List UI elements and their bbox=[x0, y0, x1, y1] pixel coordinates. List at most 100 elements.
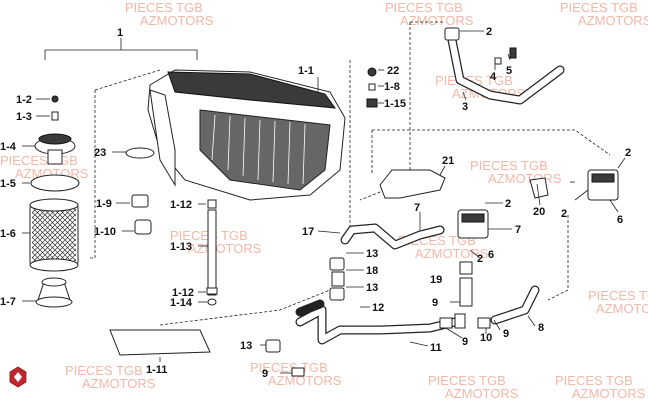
air-box-lid bbox=[167, 71, 337, 109]
callout-label: 19 bbox=[430, 274, 442, 286]
watermark-text: PIECES TGB bbox=[250, 360, 328, 375]
callout-label: 20 bbox=[533, 206, 545, 218]
joint-part bbox=[131, 194, 149, 208]
callout-labels: 1 1-1 1-2 1-3 1-4 1-5 1-6 1-7 1-8 1-9 1-… bbox=[0, 26, 631, 380]
callout-label: 1-1 bbox=[298, 65, 314, 77]
watermark-text: AZMOTORS bbox=[82, 376, 156, 391]
callout-label: 4 bbox=[490, 71, 497, 83]
callout-label: 6 bbox=[617, 214, 623, 226]
tube-clip-part bbox=[206, 287, 218, 295]
watermark-text: PIECES TGB bbox=[385, 0, 463, 15]
callout-label: 1 bbox=[117, 27, 123, 39]
callout-label: 1-4 bbox=[0, 141, 17, 153]
callout-label: 1-14 bbox=[170, 297, 193, 309]
watermark-text: AZMOTORS bbox=[445, 386, 519, 400]
air-box-rib-lines bbox=[211, 114, 306, 185]
grommet-part bbox=[368, 83, 376, 91]
assembly-bracket bbox=[44, 38, 198, 60]
air-box-side bbox=[149, 89, 176, 187]
callout-label: 1-13 bbox=[170, 241, 192, 253]
callout-label: 2 bbox=[477, 253, 483, 265]
air-box-ribs bbox=[199, 109, 331, 191]
hose-system bbox=[265, 27, 619, 377]
reed-valve-cap bbox=[591, 173, 615, 183]
clamp-part bbox=[329, 257, 345, 271]
watermark-text: AZMOTORS bbox=[596, 301, 648, 316]
watermark-text: PIECES TGB bbox=[560, 0, 638, 15]
connector-part bbox=[331, 271, 345, 287]
callout-label: 13 bbox=[366, 248, 378, 260]
callout-label: 2 bbox=[486, 26, 492, 38]
left-filter-stack bbox=[29, 95, 80, 308]
callout-label: 10 bbox=[480, 332, 492, 344]
callout-label: 1-11 bbox=[146, 364, 167, 376]
t-joint-part bbox=[454, 313, 466, 329]
callout-label: 5 bbox=[506, 65, 512, 77]
callout-label: 23 bbox=[94, 147, 106, 159]
hose-elbow bbox=[295, 299, 325, 317]
callout-label: 9 bbox=[262, 368, 268, 380]
fitting-part bbox=[529, 177, 549, 199]
callout-label: 13 bbox=[240, 340, 252, 352]
watermark-text: AZMOTORS bbox=[188, 241, 262, 256]
watermark-text: AZMOTORS bbox=[572, 386, 646, 400]
callout-label: 1-12 bbox=[170, 199, 192, 211]
bolt-part bbox=[509, 47, 517, 59]
hose-piece-part bbox=[459, 277, 473, 307]
nut-part bbox=[494, 57, 502, 65]
reed-valve-cap bbox=[461, 213, 485, 223]
collar-part bbox=[366, 98, 378, 108]
clamp-part bbox=[439, 317, 453, 329]
red-hexagon-logo-icon bbox=[9, 366, 27, 388]
callout-label: 2 bbox=[505, 198, 511, 210]
filter-mesh bbox=[32, 208, 76, 262]
callout-label: 7 bbox=[414, 202, 420, 214]
callout-label: 9 bbox=[462, 336, 468, 348]
callout-label: 18 bbox=[366, 265, 378, 277]
hose-clamp-part bbox=[125, 147, 155, 159]
callout-label: 7 bbox=[515, 224, 521, 236]
callout-label: 1-9 bbox=[96, 198, 112, 210]
watermark-text: PIECES TGB bbox=[125, 0, 203, 15]
callout-label: 1-7 bbox=[0, 296, 16, 308]
callout-label: 6 bbox=[488, 249, 494, 261]
callout-label: 22 bbox=[387, 65, 399, 77]
watermark-text: PIECES TGB bbox=[428, 373, 506, 388]
callout-label: 1-6 bbox=[0, 228, 16, 240]
callout-label: 1-2 bbox=[16, 94, 32, 106]
callout-label: 17 bbox=[302, 226, 314, 238]
plug-part bbox=[207, 199, 217, 209]
watermark-text: AZMOTORS bbox=[140, 13, 214, 28]
central-small-parts bbox=[109, 67, 378, 356]
filter-sponge-part bbox=[109, 329, 211, 356]
washer-part bbox=[51, 111, 59, 121]
watermark-text: PIECES TGB bbox=[470, 158, 548, 173]
callout-label: 2 bbox=[625, 147, 631, 159]
tube-end-part bbox=[207, 298, 217, 306]
callout-label: 11 bbox=[430, 342, 442, 354]
callout-label: 1-12 bbox=[172, 287, 194, 299]
watermark-text: AZMOTORS bbox=[578, 13, 648, 28]
leader-lines bbox=[22, 30, 626, 374]
callout-label: 13 bbox=[366, 282, 378, 294]
filter-cover-neck bbox=[47, 149, 63, 165]
o-ring-part bbox=[30, 174, 80, 192]
callout-label: 3 bbox=[462, 101, 468, 113]
watermark-text: AZMOTORS bbox=[400, 13, 474, 28]
drain-tube-part bbox=[207, 209, 217, 296]
filter-element-bottom bbox=[29, 258, 79, 272]
callout-label: 1-5 bbox=[0, 178, 16, 190]
filter-element-top bbox=[29, 198, 79, 212]
callout-label: 12 bbox=[372, 302, 384, 314]
clamp-part bbox=[265, 339, 281, 353]
watermark-text: PIECES TGB bbox=[435, 73, 513, 88]
watermark-text: PIECES TGB bbox=[555, 373, 633, 388]
clamp-part bbox=[477, 317, 491, 329]
watermark-text: PIECES TGB bbox=[588, 288, 648, 303]
screw-part bbox=[51, 95, 59, 103]
air-box-housing bbox=[147, 69, 346, 201]
callout-label: 1-8 bbox=[384, 81, 400, 93]
filter-cover-top bbox=[38, 133, 72, 145]
